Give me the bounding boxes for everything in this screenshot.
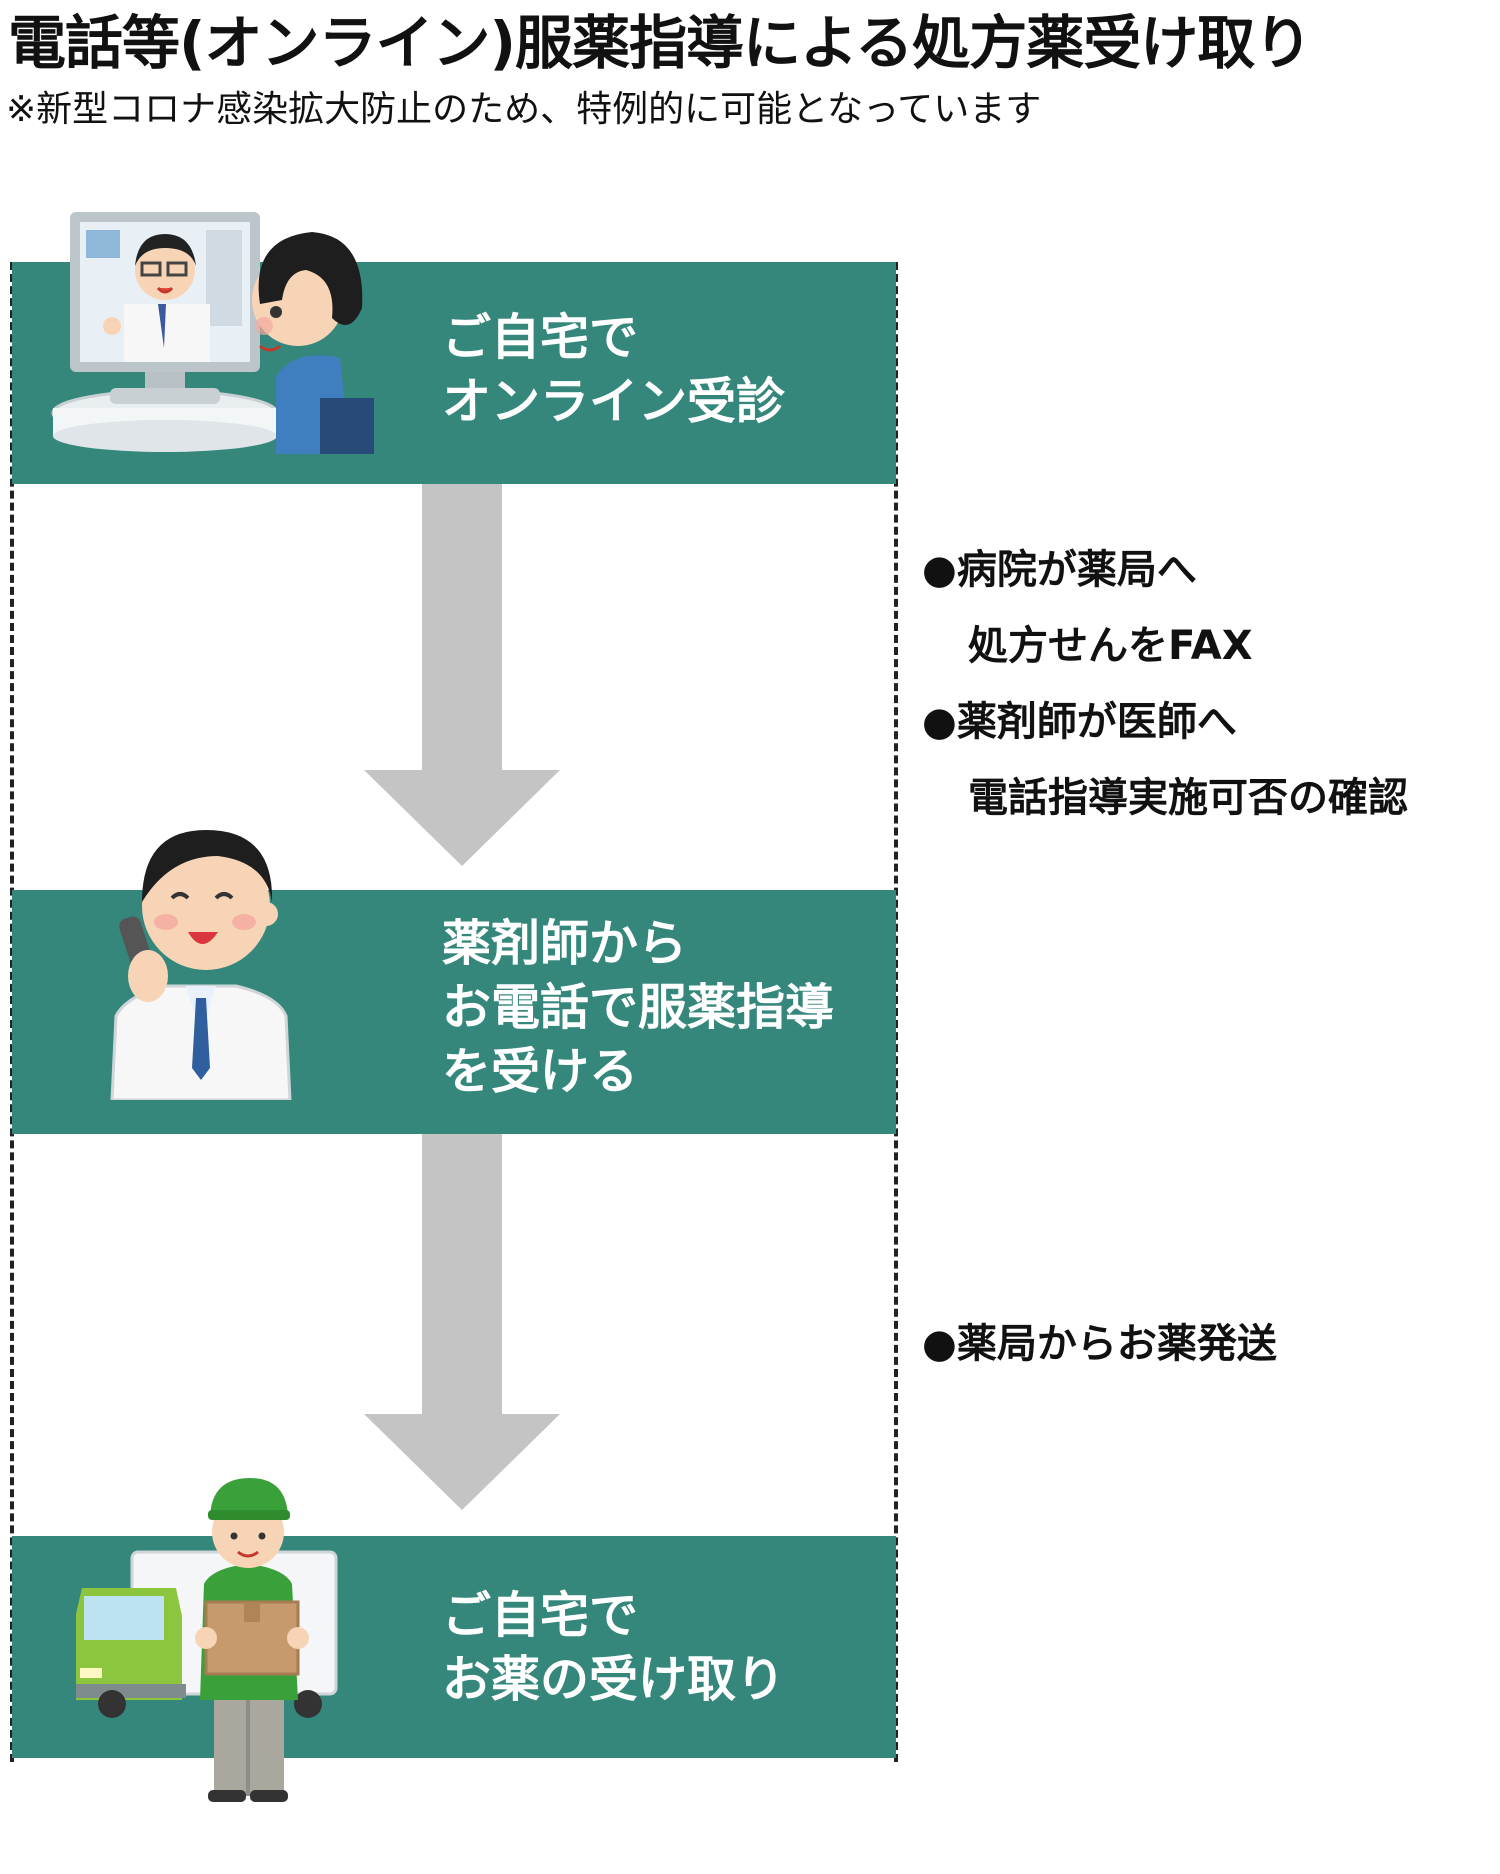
page-title: 電話等(オンライン)服薬指導による処方薬受け取り: [8, 9, 1312, 77]
step-text: ご自宅で お薬の受け取り: [442, 1584, 785, 1712]
note-line: ●薬局からお薬発送: [922, 1321, 1277, 1367]
step-text: ご自宅で オンライン受診: [442, 306, 785, 434]
step-line: を受ける: [442, 1043, 639, 1100]
step-line: ご自宅で: [442, 1587, 639, 1644]
pharmacist-phone-illustration: [110, 830, 292, 1100]
note-medicine-shipping: ●薬局からお薬発送: [922, 1306, 1277, 1382]
down-arrow-icon: [364, 484, 560, 866]
doctor-video-call-illustration: [51, 212, 374, 454]
note-line: ●病院が薬局へ: [922, 547, 1197, 593]
step-line: お電話で服薬指導: [442, 979, 835, 1036]
page-subtitle: ※新型コロナ感染拡大防止のため、特例的に可能となっています: [6, 89, 1042, 130]
step-text: 薬剤師から お電話で服薬指導 を受ける: [442, 912, 834, 1104]
note-prescription-fax: ●病院が薬局へ 処方せんをFAX ●薬剤師が医師へ 電話指導実施可否の確認: [922, 532, 1408, 836]
step-line: ご自宅で: [442, 309, 639, 366]
down-arrow-icon: [364, 1134, 560, 1510]
note-line: ●薬剤師が医師へ: [922, 699, 1237, 745]
note-line: 電話指導実施可否の確認: [968, 775, 1408, 821]
delivery-driver-truck-illustration: [76, 1478, 338, 1802]
step-line: お薬の受け取り: [442, 1651, 786, 1708]
note-line: 処方せんをFAX: [968, 623, 1253, 669]
right-dashed-line: [894, 262, 898, 1762]
step-line: オンライン受診: [442, 373, 786, 430]
step-line: 薬剤師から: [442, 915, 688, 972]
